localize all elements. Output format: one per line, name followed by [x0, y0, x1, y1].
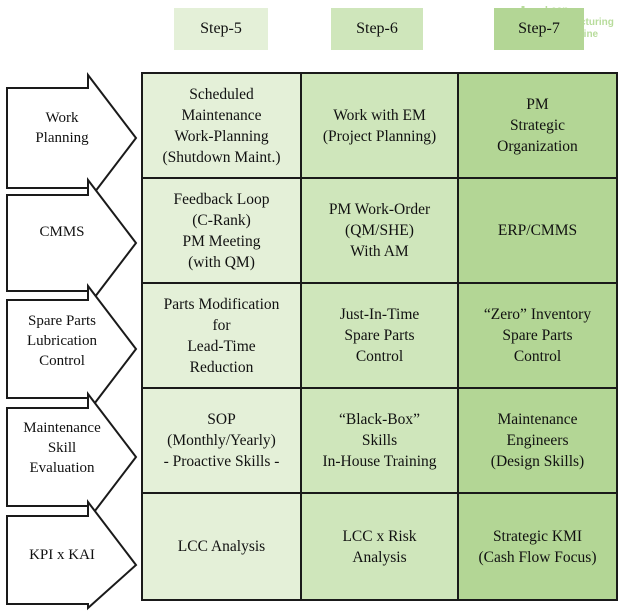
arrow-spare-parts [6, 283, 138, 415]
row-label-maintenance-skill: Maintenance Skill Evaluation [23, 420, 101, 476]
cell-spare-parts-step-5: Parts Modification for Lead-Time Reducti… [143, 284, 302, 389]
cell-maintenance-skill-step-5: SOP (Monthly/Yearly) - Proactive Skills … [143, 389, 302, 494]
cell-work-planning-step-5: Scheduled Maintenance Work-Planning (Shu… [143, 74, 302, 179]
cell-work-planning-step-7: PM Strategic Organization [459, 74, 616, 179]
step-header-label: Step-7 [518, 20, 560, 37]
row-label-cmms: CMMS [39, 224, 85, 240]
row-label-spare-parts: Spare Parts Lubrication Control [27, 313, 97, 369]
maintenance-step-matrix: Scheduled Maintenance Work-Planning (Shu… [141, 72, 618, 601]
arrow-cmms [6, 177, 138, 309]
cell-cmms-step-7: ERP/CMMS [459, 179, 616, 284]
step-header-7: Step-7 [494, 8, 584, 50]
row-label-work-planning: Work Planning [35, 110, 89, 146]
step-header-label: Step-6 [356, 20, 398, 37]
row-label-kpi-kai: KPI x KAI [29, 547, 95, 563]
cell-cmms-step-6: PM Work-Order (QM/SHE) With AM [302, 179, 459, 284]
cell-maintenance-skill-step-7: Maintenance Engineers (Design Skills) [459, 389, 616, 494]
cell-kpi-kai-step-6: LCC x Risk Analysis [302, 494, 459, 599]
cell-maintenance-skill-step-6: “Black-Box” Skills In-House Training [302, 389, 459, 494]
cell-cmms-step-5: Feedback Loop (C-Rank) PM Meeting (with … [143, 179, 302, 284]
step-header-5: Step-5 [174, 8, 268, 50]
arrow-work-planning [6, 72, 138, 204]
cell-spare-parts-step-7: “Zero” Inventory Spare Parts Control [459, 284, 616, 389]
step-header-6: Step-6 [331, 8, 423, 50]
cell-spare-parts-step-6: Just-In-Time Spare Parts Control [302, 284, 459, 389]
cell-work-planning-step-6: Work with EM (Project Planning) [302, 74, 459, 179]
step-header-label: Step-5 [200, 20, 242, 37]
arrow-maintenance-skill [6, 391, 138, 523]
cell-kpi-kai-step-7: Strategic KMI (Cash Flow Focus) [459, 494, 616, 599]
category-arrows [6, 72, 138, 611]
cell-kpi-kai-step-5: LCC Analysis [143, 494, 302, 599]
arrow-kpi-kai [6, 499, 138, 611]
